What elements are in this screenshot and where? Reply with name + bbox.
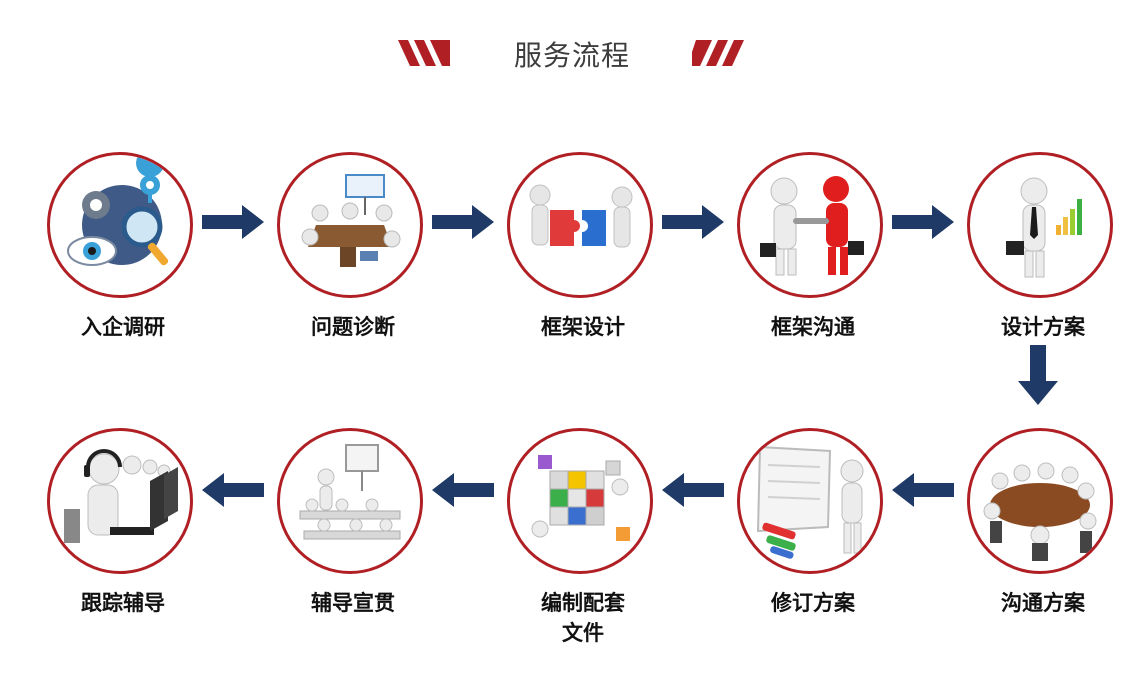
step-label-line2: 文件: [478, 618, 688, 648]
page-title: 服务流程: [0, 34, 1144, 74]
step-label: 修订方案: [708, 588, 918, 618]
left-arrow-icon: [202, 473, 264, 507]
step-label: 框架沟通: [708, 312, 918, 342]
red-slashes-decoration-right: [692, 40, 748, 66]
presentation-icon: [277, 428, 423, 574]
page-header: 服务流程: [0, 28, 1144, 78]
step-label: 跟踪辅导: [18, 588, 228, 618]
left-arrow-icon: [892, 473, 954, 507]
handshake-icon: [737, 152, 883, 298]
step-label: 编制配套 文件: [478, 588, 688, 648]
cube-blocks-icon: [507, 428, 653, 574]
left-arrow-icon: [432, 473, 494, 507]
research-icon: [47, 152, 193, 298]
meeting-table-icon: [277, 152, 423, 298]
step-label: 设计方案: [938, 312, 1144, 342]
step-label: 辅导宣贯: [248, 588, 458, 618]
step-label: 沟通方案: [938, 588, 1144, 618]
round-table-icon: [967, 428, 1113, 574]
right-arrow-icon: [662, 205, 724, 239]
step-label: 框架设计: [478, 312, 688, 342]
right-arrow-icon: [892, 205, 954, 239]
left-arrow-icon: [662, 473, 724, 507]
puzzle-icon: [507, 152, 653, 298]
right-arrow-icon: [202, 205, 264, 239]
call-center-icon: [47, 428, 193, 574]
down-arrow-icon: [1018, 345, 1058, 405]
right-arrow-icon: [432, 205, 494, 239]
step-label-line1: 编制配套: [478, 588, 688, 618]
whiteboard-icon: [737, 428, 883, 574]
step-label: 入企调研: [18, 312, 228, 342]
growth-chart-icon: [967, 152, 1113, 298]
step-label: 问题诊断: [248, 312, 458, 342]
